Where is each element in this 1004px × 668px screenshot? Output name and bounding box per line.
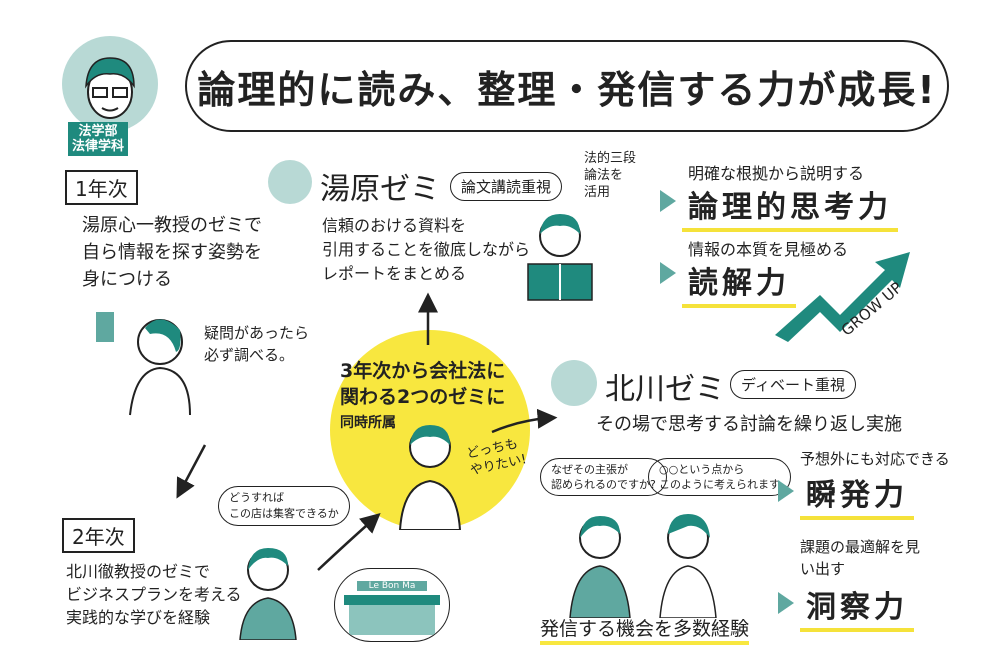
year1-text: 湯原心一教授のゼミで 自ら情報を探す姿勢を 身につける (82, 212, 262, 293)
department-badge: 法学部 法律学科 (68, 122, 129, 156)
ability-reading: 読解力 (682, 258, 796, 308)
yuhara-note: 法的三段 論法を 活用 (584, 150, 636, 201)
kitagawa-avatar (551, 360, 597, 406)
student-avatar (62, 36, 158, 132)
year2-line: 実践的な学びを経験 (66, 608, 211, 627)
year1-line: 湯原心一教授のゼミで (82, 215, 262, 236)
note-line: 活用 (584, 185, 611, 200)
bubble-line: なぜその主張が (551, 463, 628, 476)
year2-line: 北川徹教授のゼミで (66, 562, 211, 581)
arrow-year1-to-year2 (176, 444, 207, 499)
yuhara-tag: 論文講読重視 (450, 172, 563, 201)
year2-text: 北川徹教授のゼミで ビジネスプランを考える 実践的な学びを経験 (66, 560, 242, 629)
kitagawa-text: その場で思考する討論を繰り返し実施 (596, 414, 902, 435)
shop-awning (344, 595, 440, 605)
year1-note: 疑問があったら 必ず調べる。 (204, 322, 309, 366)
grow-up-arrow-icon (775, 252, 910, 342)
ability-desc: 予想外にも対応できる (800, 450, 950, 468)
center-line: 3年次から会社法に (340, 360, 506, 382)
bubble-line: 認められるのですか? (551, 478, 656, 491)
debate-illustration (569, 514, 717, 618)
ability-logical-thinking: 論理的思考力 (682, 182, 898, 232)
page-title: 論理的に読み、整理・発信する力が成長! (197, 67, 937, 112)
kitagawa-caption: 発信する機会を多数経験 (540, 614, 750, 645)
yuhara-text: 信頼のおける資料を 引用することを徹底しながら レポートをまとめる (322, 214, 530, 286)
shop-illustration: Le Bon Ma (334, 568, 450, 642)
yuhara-avatar (268, 160, 312, 204)
year2-thought-bubble: どうすれば この店は集客できるか (218, 486, 350, 526)
student-researching-illustration (96, 312, 191, 416)
debate-answer-bubble: ○○という点から このように考えられます (648, 458, 791, 496)
center-text: 3年次から会社法に 関わる2つのゼミに 同時所属 (340, 358, 505, 436)
student-reading-illustration (527, 214, 593, 301)
arrow-marker-icon (660, 262, 676, 284)
title-speech-bubble: 論理的に読み、整理・発信する力が成長! (185, 40, 949, 132)
note-line: 論法を (584, 168, 624, 183)
faculty-label: 法学部 (78, 124, 118, 139)
yuhara-line: レポートをまとめる (322, 264, 467, 283)
student-face-icon (85, 57, 135, 119)
department-label: 法律学科 (72, 139, 125, 154)
kitagawa-tag: ディベート重視 (730, 370, 856, 399)
bubble-line: このように考えられます (659, 478, 780, 491)
thought-line: この店は集客できるか (229, 507, 339, 520)
year1-line: 身につける (82, 269, 172, 290)
ability-quick-response: 瞬発力 (800, 470, 914, 520)
year2-label: 2年次 (62, 518, 135, 553)
yuhara-line: 信頼のおける資料を (322, 216, 467, 235)
kitagawa-zemi-name: 北川ゼミ (605, 372, 725, 407)
thought-line: どうすれば (229, 491, 284, 504)
center-line: 関わる2つのゼミに (340, 386, 506, 408)
note-line: 疑問があったら (204, 324, 310, 342)
year2-line: ビジネスプランを考える (66, 585, 242, 604)
arrow-marker-icon (660, 190, 676, 212)
note-line: 必ず調べる。 (204, 346, 295, 364)
shop-sign: Le Bon Ma (357, 581, 427, 591)
ability-insight: 洞察力 (800, 582, 914, 632)
note-line: 法的三段 (584, 151, 637, 166)
ability-desc: 課題の最適解を見い出す (800, 538, 921, 578)
yuhara-zemi-name: 湯原ゼミ (320, 172, 440, 207)
shop-front (349, 605, 435, 635)
arrow-marker-icon (778, 592, 794, 614)
arrow-marker-icon (778, 480, 794, 502)
student-cheering-illustration (398, 425, 462, 530)
bubble-line: ○○という点から (659, 463, 745, 476)
ability-desc: 情報の本質を見極める (688, 240, 849, 259)
center-sub: 同時所属 (340, 415, 396, 431)
yuhara-line: 引用することを徹底しながら (322, 240, 531, 259)
year1-label: 1年次 (65, 170, 138, 205)
year1-line: 自ら情報を探す姿勢を (82, 242, 262, 263)
student-thinking-illustration (239, 548, 297, 640)
ability-desc: 明確な根拠から説明する (688, 164, 865, 183)
